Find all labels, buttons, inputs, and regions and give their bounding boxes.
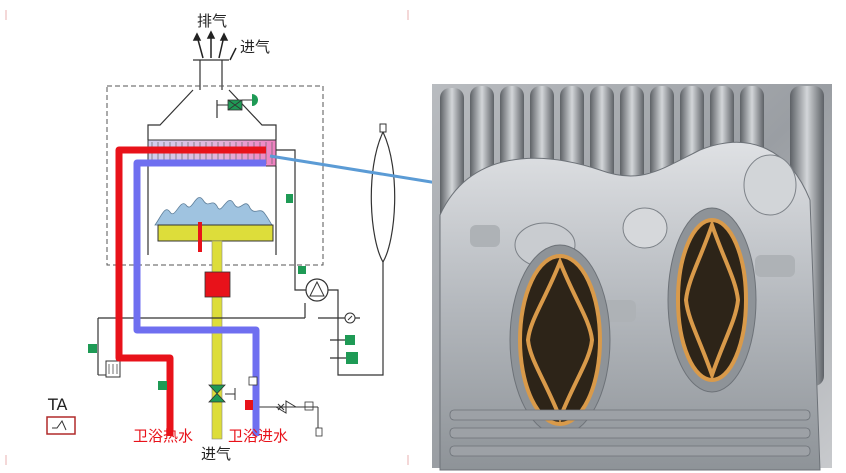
heat-exchanger-photo: [432, 84, 832, 471]
boiler-schematic: 排气 进气: [46, 12, 396, 463]
gauge-icon: [344, 312, 356, 324]
heating-loop: [97, 149, 384, 376]
hot-water-pipe: [115, 146, 266, 436]
pump-icon: [305, 278, 329, 302]
expansion-vessel: [370, 130, 396, 264]
hot-water-out-label: 卫浴热水: [133, 427, 193, 445]
fan-icon: [216, 94, 258, 118]
exhaust-arrow-icon: [192, 30, 237, 61]
exhaust-label: 排气: [197, 12, 227, 30]
casing-outline: [106, 85, 324, 266]
gas-valve-block: [204, 271, 231, 298]
page-corner-marks: [5, 10, 409, 465]
flue-pipe: [147, 59, 277, 140]
cold-water-pipe: [133, 159, 266, 436]
ignition-electrode: [198, 222, 202, 252]
burner-bar: [157, 224, 274, 242]
left-valve: [88, 344, 97, 353]
combustion-chamber: [147, 166, 277, 255]
ta-label: TA: [47, 395, 68, 414]
valve-icon: [256, 335, 358, 437]
gas-valve-icon: [208, 384, 236, 403]
thermostat-icon: [46, 416, 76, 435]
cold-water-in-label: 卫浴进水: [228, 427, 288, 445]
gas-pipe: [211, 240, 223, 440]
burner-flames: [154, 197, 273, 226]
air-intake-top-label: 进气: [240, 38, 270, 56]
air-intake-bottom-label: 进气: [201, 445, 231, 463]
pointer-arrow: [269, 154, 471, 199]
